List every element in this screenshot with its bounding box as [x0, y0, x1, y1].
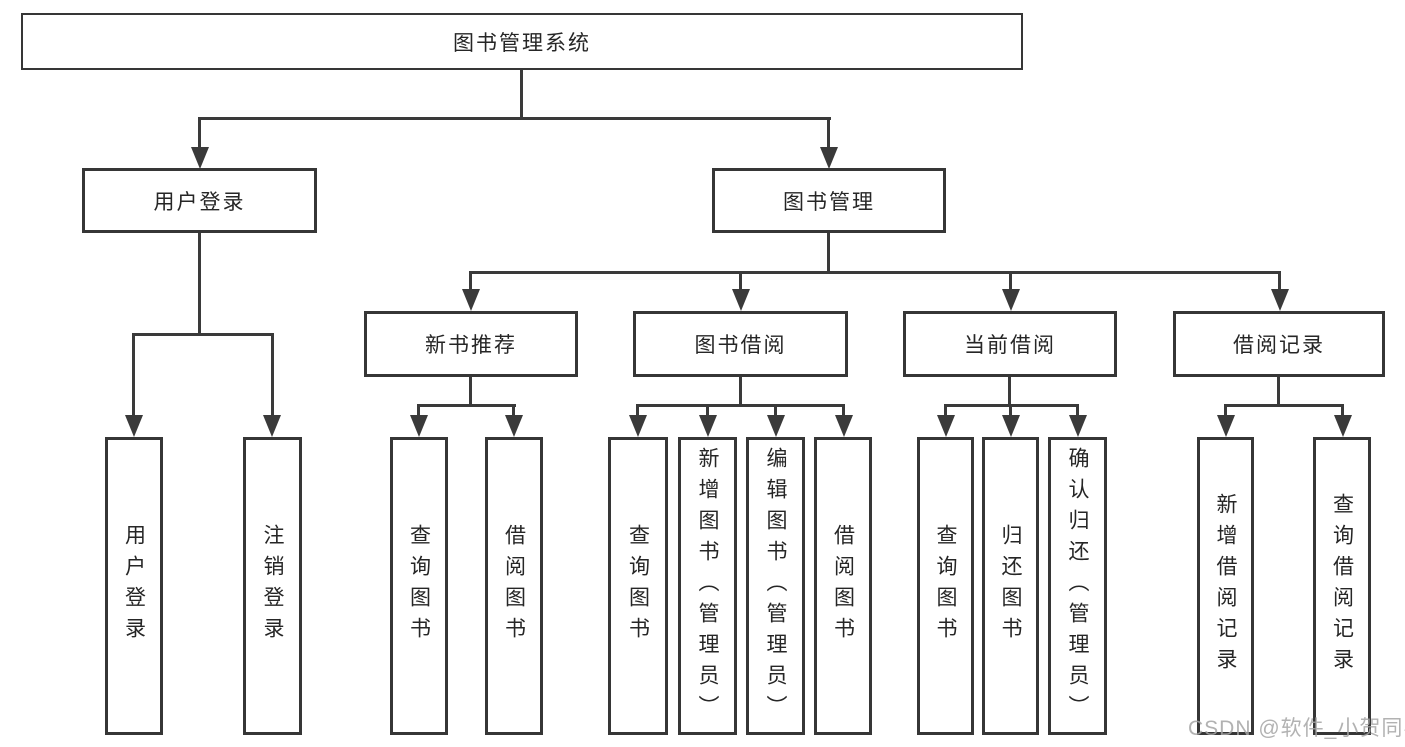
leaf-label: 新增借阅记录 — [1214, 493, 1237, 679]
arrowhead-icon — [410, 415, 428, 437]
node-label: 当前借阅 — [964, 334, 1056, 357]
leaf-label: 查询图书 — [934, 524, 957, 648]
leaf-label: 归还图书 — [999, 524, 1022, 648]
node-new-book-recommend: 新书推荐 — [364, 311, 578, 377]
node-borrow-records: 借阅记录 — [1173, 311, 1385, 377]
connector-line — [417, 404, 516, 407]
connector-line — [1341, 404, 1344, 417]
connector-line — [1224, 404, 1227, 417]
connector-line — [132, 333, 135, 417]
arrowhead-icon — [1271, 289, 1289, 311]
node-label: 用户登录 — [153, 190, 246, 214]
arrowhead-icon — [191, 147, 209, 169]
leaf-label: 查询借阅记录 — [1330, 493, 1354, 679]
arrowhead-icon — [1217, 415, 1235, 437]
arrowhead-icon — [732, 289, 750, 311]
leaf-label: 查询图书 — [626, 524, 650, 648]
leaf-user-login: 用户登录 — [105, 437, 163, 735]
leaf-label: 新增图书（管理员） — [696, 446, 719, 726]
node-label: 图书管理系统 — [453, 31, 591, 55]
connector-line — [944, 404, 947, 417]
connector-line — [198, 233, 201, 335]
leaf-borrow-books-1: 借阅图书 — [485, 437, 543, 735]
connector-line — [520, 70, 523, 118]
connector-line — [636, 404, 639, 417]
arrowhead-icon — [505, 415, 523, 437]
connector-line — [1278, 271, 1281, 291]
leaf-add-books-admin: 新增图书（管理员） — [678, 437, 737, 735]
leaf-query-books-1: 查询图书 — [390, 437, 448, 735]
connector-line — [739, 271, 742, 291]
connector-line — [636, 404, 845, 407]
leaf-label: 借阅图书 — [831, 524, 855, 648]
connector-line — [1277, 377, 1280, 406]
leaf-label: 查询图书 — [407, 524, 431, 648]
connector-line — [827, 233, 830, 273]
arrowhead-icon — [1334, 415, 1352, 437]
connector-line — [469, 377, 472, 406]
node-book-borrowing: 图书借阅 — [633, 311, 848, 377]
leaf-label: 确认归还（管理员） — [1066, 446, 1089, 726]
arrowhead-icon — [125, 415, 143, 437]
leaf-label: 借阅图书 — [502, 524, 526, 648]
arrowhead-icon — [1002, 415, 1020, 437]
arrowhead-icon — [835, 415, 853, 437]
leaf-label: 注销登录 — [261, 524, 284, 648]
connector-line — [827, 117, 830, 150]
connector-line — [271, 333, 274, 417]
connector-line — [1224, 404, 1344, 407]
leaf-query-borrow-record: 查询借阅记录 — [1313, 437, 1371, 735]
csdn-watermark: CSDN @软件_小贺同学 — [1188, 717, 1405, 740]
leaf-add-borrow-record: 新增借阅记录 — [1197, 437, 1254, 735]
connector-line — [1076, 404, 1079, 417]
connector-line — [469, 271, 1281, 274]
connector-line — [739, 377, 742, 406]
node-user-login: 用户登录 — [82, 168, 317, 233]
arrowhead-icon — [937, 415, 955, 437]
node-book-management: 图书管理 — [712, 168, 946, 233]
node-current-borrowing: 当前借阅 — [903, 311, 1117, 377]
connector-line — [1009, 271, 1012, 291]
node-library-system: 图书管理系统 — [21, 13, 1023, 70]
leaf-query-books-2: 查询图书 — [608, 437, 668, 735]
connector-line — [774, 404, 777, 417]
arrowhead-icon — [629, 415, 647, 437]
leaf-label: 编辑图书（管理员） — [764, 446, 787, 726]
leaf-query-books-3: 查询图书 — [917, 437, 974, 735]
connector-line — [132, 333, 274, 336]
connector-line — [842, 404, 845, 417]
connector-line — [1009, 404, 1012, 417]
arrowhead-icon — [820, 147, 838, 169]
arrowhead-icon — [699, 415, 717, 437]
arrowhead-icon — [1002, 289, 1020, 311]
connector-line — [417, 404, 420, 417]
arrowhead-icon — [263, 415, 281, 437]
arrowhead-icon — [1069, 415, 1087, 437]
node-label: 借阅记录 — [1233, 334, 1325, 357]
leaf-return-books: 归还图书 — [982, 437, 1039, 735]
node-label: 图书管理 — [783, 190, 875, 214]
leaf-borrow-books-2: 借阅图书 — [814, 437, 872, 735]
arrowhead-icon — [462, 289, 480, 311]
connector-line — [1008, 377, 1011, 406]
connector-line — [512, 404, 515, 417]
leaf-edit-books-admin: 编辑图书（管理员） — [746, 437, 805, 735]
node-label: 新书推荐 — [425, 334, 517, 357]
leaf-logout: 注销登录 — [243, 437, 302, 735]
connector-line — [198, 117, 201, 150]
connector-line — [198, 117, 831, 120]
node-label: 图书借阅 — [694, 334, 787, 357]
leaf-confirm-return-admin: 确认归还（管理员） — [1048, 437, 1107, 735]
connector-line — [706, 404, 709, 417]
leaf-label: 用户登录 — [122, 524, 146, 648]
arrowhead-icon — [767, 415, 785, 437]
connector-line — [469, 271, 472, 291]
